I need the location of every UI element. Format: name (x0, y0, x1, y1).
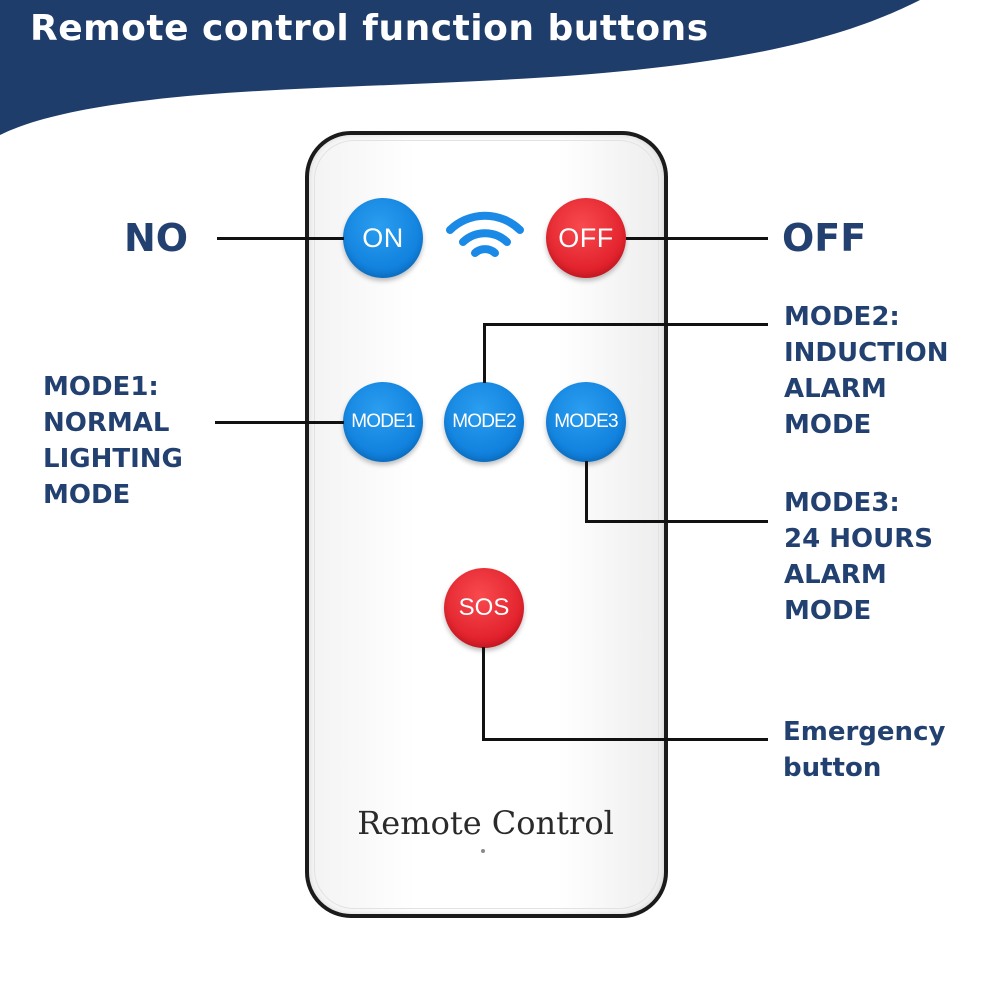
mode3-callout-line: MODE (784, 596, 872, 626)
mode2-button[interactable]: MODE2 (444, 382, 524, 462)
remote-brand-label: Remote Control (357, 804, 614, 842)
wifi-icon (446, 211, 524, 257)
ir-sensor-dot (481, 849, 485, 853)
mode2-callout-line: MODE2: (784, 302, 900, 332)
on-callout: NO (124, 216, 189, 260)
sos-button-label: SOS (458, 594, 510, 621)
mode2-leader-vertical (483, 323, 486, 383)
mode1-callout-line: NORMAL (43, 408, 170, 438)
sos-callout-line: Emergency (783, 717, 946, 747)
on-leader-line (217, 237, 344, 240)
sos-button[interactable]: SOS (444, 568, 524, 648)
mode1-callout: MODE1: NORMAL LIGHTING MODE (43, 369, 183, 513)
sos-callout: Emergency button (783, 714, 945, 786)
mode3-callout: MODE3: 24 HOURS ALARM MODE (784, 485, 933, 629)
mode3-leader-horizontal (585, 520, 768, 523)
on-button-label: ON (362, 222, 404, 253)
page-title: Remote control function buttons (30, 8, 709, 49)
mode2-callout-line: MODE (784, 410, 872, 440)
sos-leader-horizontal (482, 738, 768, 741)
mode3-callout-line: ALARM (784, 560, 887, 590)
mode2-callout-line: INDUCTION (784, 338, 949, 368)
mode1-button-label: MODE1 (351, 411, 415, 432)
mode2-button-label: MODE2 (452, 411, 516, 432)
mode1-callout-line: MODE (43, 480, 131, 510)
mode1-button[interactable]: MODE1 (343, 382, 423, 462)
mode3-callout-line: 24 HOURS (784, 524, 933, 554)
off-button[interactable]: OFF (546, 198, 626, 278)
mode1-callout-line: LIGHTING (43, 444, 183, 474)
mode3-callout-line: MODE3: (784, 488, 900, 518)
sos-leader-vertical (482, 647, 485, 740)
off-button-label: OFF (558, 222, 614, 253)
mode3-button[interactable]: MODE3 (546, 382, 626, 462)
mode2-callout-line: ALARM (784, 374, 887, 404)
mode3-leader-vertical (585, 461, 588, 523)
off-callout: OFF (782, 216, 867, 260)
off-leader-line (626, 237, 768, 240)
sos-callout-line: button (783, 753, 882, 783)
mode1-callout-line: MODE1: (43, 372, 159, 402)
mode2-leader-horizontal (483, 323, 768, 326)
mode1-leader-line (215, 421, 344, 424)
header-banner (0, 0, 920, 135)
mode3-button-label: MODE3 (554, 411, 618, 432)
on-button[interactable]: ON (343, 198, 423, 278)
mode2-callout: MODE2: INDUCTION ALARM MODE (784, 299, 948, 443)
